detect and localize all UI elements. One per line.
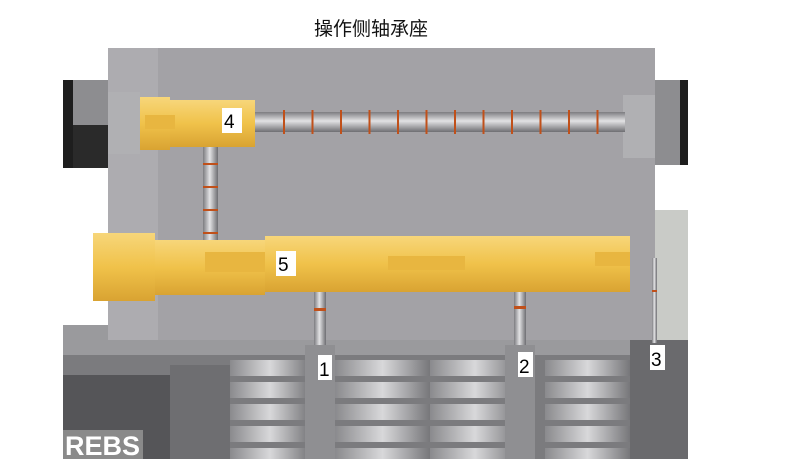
roller (430, 404, 520, 420)
label-4: 4 (224, 112, 235, 133)
roller (545, 360, 630, 376)
roller (335, 382, 430, 398)
roller (335, 426, 430, 442)
roller (545, 404, 630, 420)
roller (545, 426, 630, 442)
roller (430, 426, 520, 442)
label-2: 2 (519, 357, 530, 378)
pipe-ring (283, 110, 285, 134)
rebs-watermark: REBS (65, 431, 140, 459)
label-5: 5 (278, 255, 289, 276)
pipe-ring (568, 110, 570, 134)
roller (545, 448, 630, 459)
bearing-cone (170, 365, 230, 459)
pipe-ring (203, 232, 218, 234)
pipe-ring (311, 110, 314, 134)
label-3: 3 (651, 350, 662, 371)
pipe-ring (203, 163, 218, 165)
pipe-ring (368, 110, 371, 134)
roller (430, 382, 520, 398)
housing-block (108, 48, 655, 340)
pipe-ring (425, 110, 428, 134)
roller (230, 448, 310, 459)
valve-4 (140, 97, 255, 150)
roller (230, 426, 310, 442)
pipe-ring (539, 110, 542, 134)
roller (335, 404, 430, 420)
pipe-ring (397, 110, 399, 134)
roller (230, 360, 310, 376)
pipe-ring (596, 110, 599, 134)
pipe-ring (203, 209, 218, 211)
roller (335, 360, 430, 376)
pipe-ring (482, 110, 485, 134)
roller (430, 360, 520, 376)
upper-oil-pipe (255, 112, 625, 132)
pipe-ring (454, 110, 456, 134)
tapered-roller-bearings (170, 345, 630, 459)
label-1: 1 (319, 360, 330, 381)
diagram-title: 操作侧轴承座 (313, 18, 428, 40)
pipe-ring (203, 186, 218, 188)
pipe-ring (340, 110, 342, 134)
left-nut (63, 80, 140, 168)
pipe-ring (511, 110, 513, 134)
roller (230, 404, 310, 420)
roller (230, 382, 310, 398)
outlet-pipes (314, 258, 657, 347)
right-nut (623, 80, 688, 165)
roller (545, 382, 630, 398)
roller (430, 448, 520, 459)
distributor-5 (93, 233, 630, 301)
roller (335, 448, 430, 459)
